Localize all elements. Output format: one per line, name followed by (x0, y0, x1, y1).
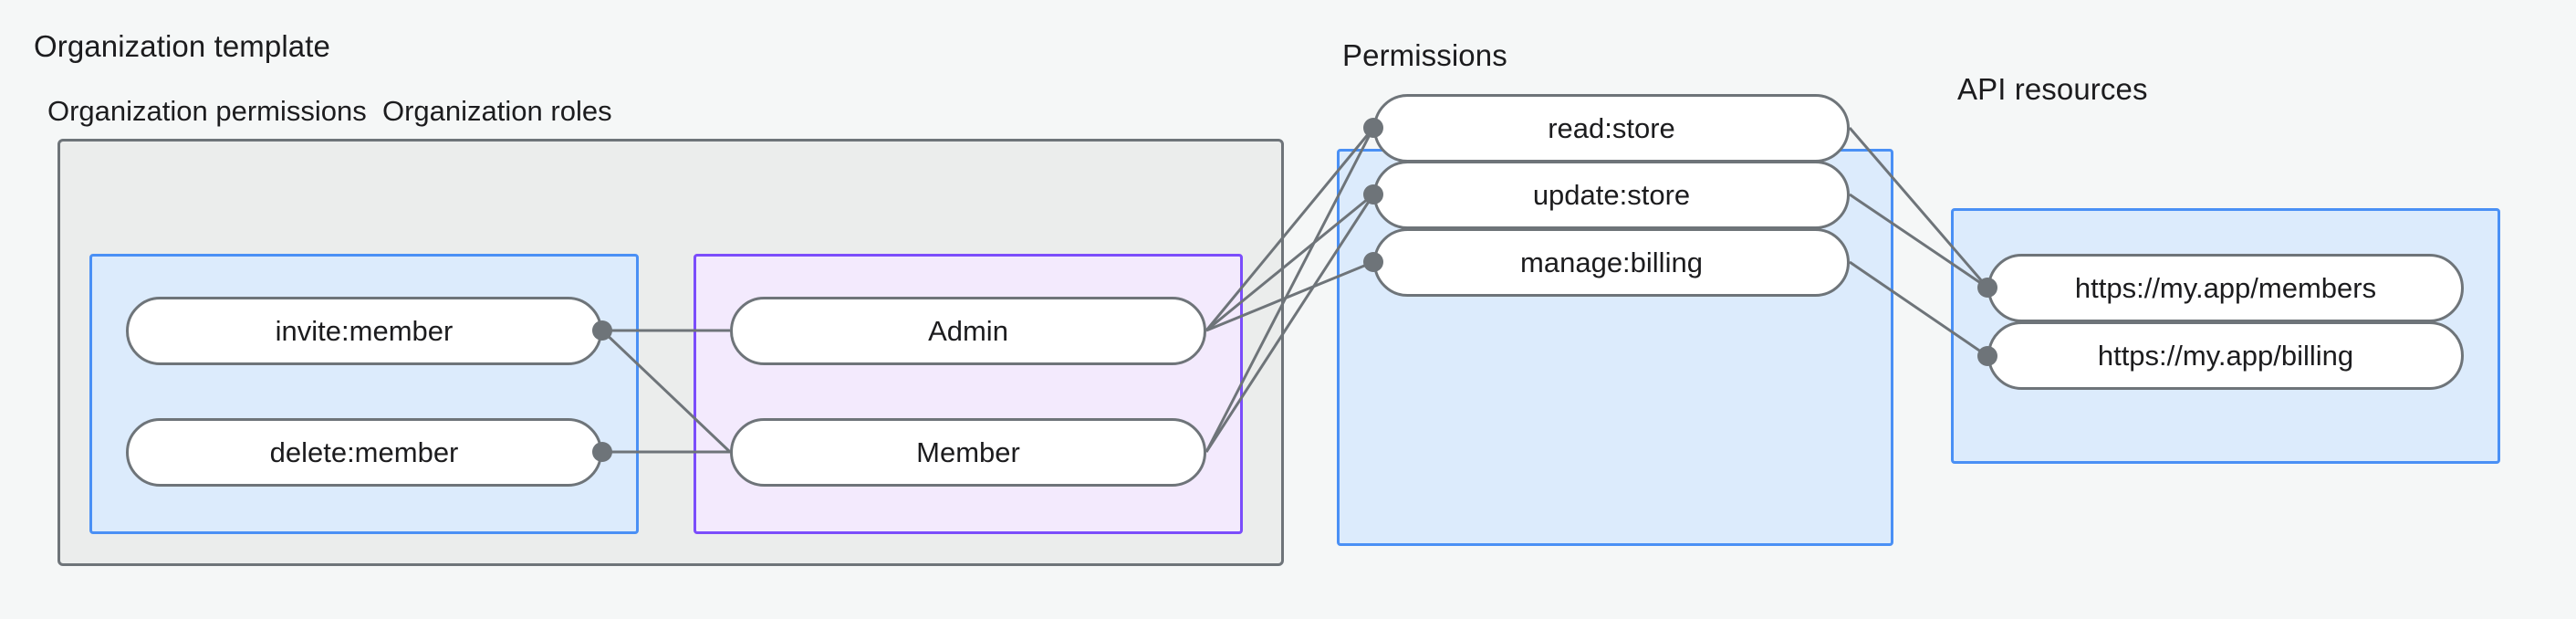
node-billing-url[interactable]: https://my.app/billing (1987, 321, 2464, 390)
edge-admin-to-manage-billing (1205, 260, 1374, 332)
group-label-organization-roles: Organization roles (382, 95, 612, 127)
edge-admin-to-read-store (1205, 127, 1375, 331)
node-member[interactable]: Member (730, 418, 1206, 487)
node-members-url[interactable]: https://my.app/members (1987, 254, 2464, 322)
group-label-permissions: Permissions (1342, 38, 1507, 72)
node-admin[interactable]: Admin (730, 297, 1206, 365)
edge-admin-to-update-store (1205, 193, 1374, 332)
group-label-organization-template: Organization template (34, 29, 330, 63)
edge-invite-member-to-member (600, 329, 732, 454)
node-update-store[interactable]: update:store (1373, 161, 1850, 229)
edge-member-to-read-store (1205, 127, 1375, 453)
edge-update-store-to-members-url (1849, 193, 1988, 289)
node-delete-member[interactable]: delete:member (126, 418, 602, 487)
edge-read-store-to-members-url (1848, 127, 1989, 289)
edge-manage-billing-to-billing-url (1849, 260, 1988, 358)
group-label-organization-permissions: Organization permissions (47, 95, 367, 127)
node-manage-billing[interactable]: manage:billing (1373, 228, 1850, 297)
group-label-api-resources: API resources (1957, 72, 2148, 106)
node-read-store[interactable]: read:store (1373, 94, 1850, 163)
node-invite-member[interactable]: invite:member (126, 297, 602, 365)
edge-member-to-update-store (1205, 194, 1375, 453)
